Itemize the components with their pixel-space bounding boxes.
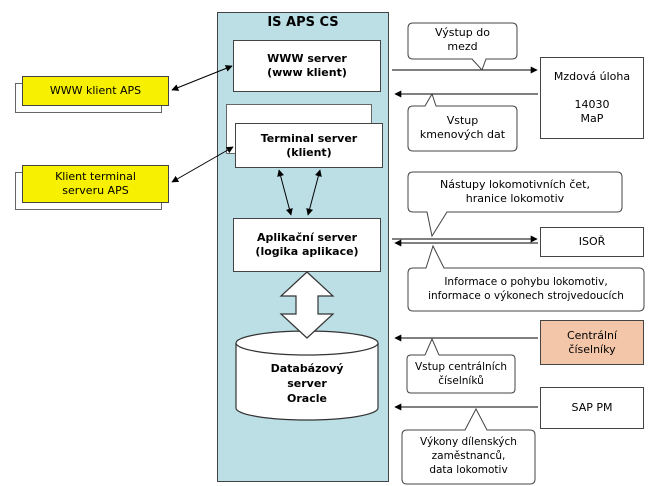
- mzdova-uloha-box: Mzdová úloha 14030 MaP: [540, 57, 644, 139]
- callout-nastupy-shape: [407, 171, 623, 238]
- callout-nastupy: Nástupy lokomotivních čet, hranice lokom…: [440, 178, 590, 205]
- callout-vystup-mezd: Výstup do mezd: [435, 26, 490, 53]
- callout-vstup-cis: Vstup centrálních číselníků: [414, 361, 508, 387]
- www-client-arrow: [171, 65, 233, 91]
- callout-vstup-cis-shape: [406, 337, 516, 394]
- callout-informace: Informace o pohybu lokomotiv, informace …: [428, 276, 624, 302]
- centralni-ciselniky-box: Centrální číselníky: [540, 320, 644, 365]
- callout-vykony-shape: [401, 407, 536, 485]
- database-server-label: Databázový server Oracle: [270, 362, 344, 405]
- callout-vystup-mezd-shape: [407, 22, 518, 71]
- app-db-double-arrow: [279, 271, 335, 339]
- terminal-client-arrow: [171, 146, 234, 183]
- terminal-client-box: Klient terminal serveru APS: [22, 165, 169, 203]
- callout-vstup-kmen: Vstup kmenových dat: [419, 114, 506, 141]
- sap-pm-box: SAP PM: [540, 387, 644, 429]
- application-server-box: Aplikační server (logika aplikace): [233, 218, 381, 272]
- callout-vstup-kmen-shape: [407, 92, 518, 152]
- terminal-app-arrow-right: [306, 169, 322, 216]
- callout-informace-shape: [407, 244, 645, 312]
- terminal-app-arrow-left: [277, 169, 293, 216]
- system-title: IS APS CS: [267, 15, 339, 30]
- isor-box: ISOŘ: [540, 227, 644, 257]
- callout-vykony: Výkony dílenských zaměstnanců, data loko…: [420, 436, 517, 476]
- www-server-box: WWW server (www klient): [233, 40, 381, 92]
- www-client-box: WWW klient APS: [22, 76, 169, 106]
- terminal-server-box: Terminal server (klient): [235, 123, 383, 168]
